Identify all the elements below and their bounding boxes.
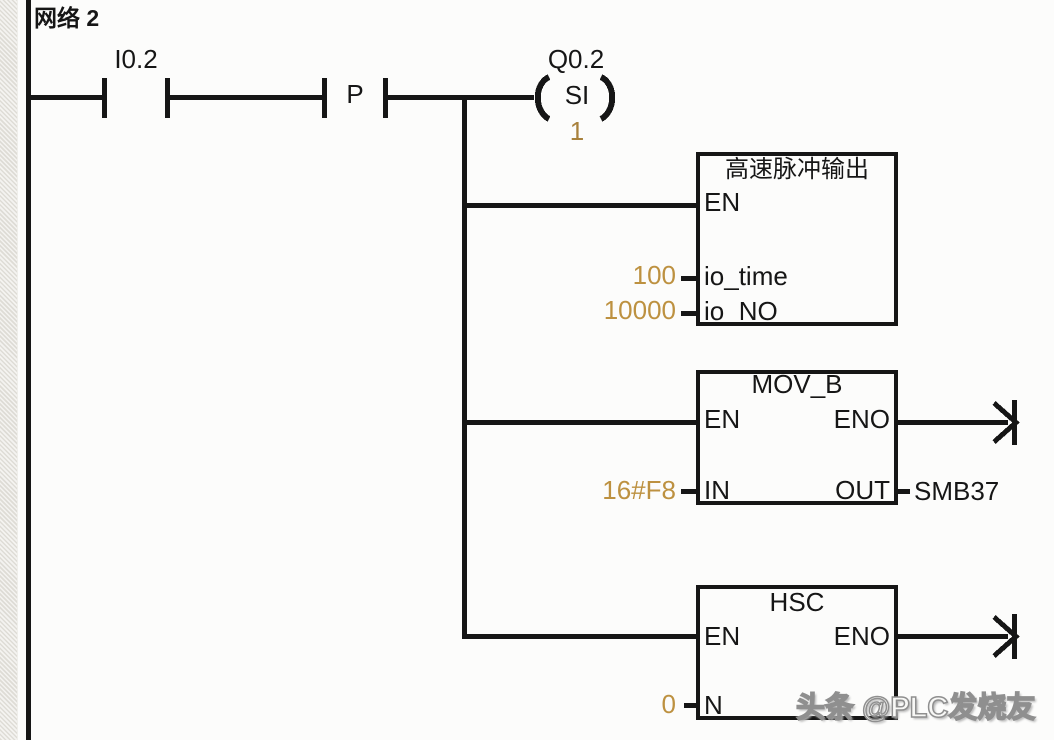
block-pulse-output-pin-en: EN [704, 187, 741, 217]
coil-si-symbol[interactable] [534, 74, 616, 122]
block-hsc-pin-n: N [704, 690, 723, 720]
block-pulse-output-value-io-time[interactable]: 100 [632, 260, 676, 290]
block-hsc-title: HSC [769, 587, 825, 617]
coil-operand[interactable]: 1 [569, 116, 585, 146]
network-title: 网络 2 [34, 5, 100, 31]
block-movb-value-out[interactable]: SMB37 [914, 476, 1000, 506]
block-movb-value-in[interactable]: 16#F8 [602, 475, 676, 505]
block-pulse-output-value-io-no[interactable]: 10000 [603, 295, 676, 325]
block-movb-pin-out: OUT [835, 475, 890, 505]
arrow-chevron [992, 401, 1020, 444]
block-movb-pin-en: EN [704, 404, 741, 434]
block-movb-pin-in: IN [704, 475, 730, 505]
block-hsc-pin-en: EN [704, 621, 741, 651]
block-movb-pin-eno: ENO [833, 404, 890, 434]
block-hsc-value-n[interactable]: 0 [661, 689, 676, 719]
window-edge-texture [0, 0, 18, 740]
block-movb-box[interactable] [696, 370, 898, 505]
block-hsc-pin-eno: ENO [833, 621, 890, 651]
block-pulse-output-title: 高速脉冲输出 [725, 156, 869, 183]
contact-i02-symbol[interactable] [102, 78, 170, 118]
block-movb-title: MOV_B [751, 369, 843, 399]
contact-edge-p-symbol[interactable] [322, 78, 388, 118]
block-pulse-output-pin-io-no: io_NO [704, 296, 778, 326]
block-pulse-output-box[interactable] [696, 152, 898, 326]
coil-left-paren [534, 74, 551, 122]
coil-address[interactable]: Q0.2 [547, 44, 605, 74]
coil-right-paren [599, 74, 616, 122]
block-hsc-box[interactable] [696, 585, 898, 720]
open-branch-arrow-icon [894, 614, 1020, 659]
arrow-chevron [992, 615, 1020, 658]
contact-edge-p-label: P [346, 79, 364, 109]
contact-i02-address[interactable]: I0.2 [114, 44, 158, 74]
block-pulse-output-pin-io-time: io_time [704, 261, 788, 291]
coil-mnemonic: SI [564, 80, 590, 110]
watermark-text: 头条 @PLC发烧友 [795, 691, 1036, 725]
open-branch-arrow-icon [894, 400, 1020, 445]
